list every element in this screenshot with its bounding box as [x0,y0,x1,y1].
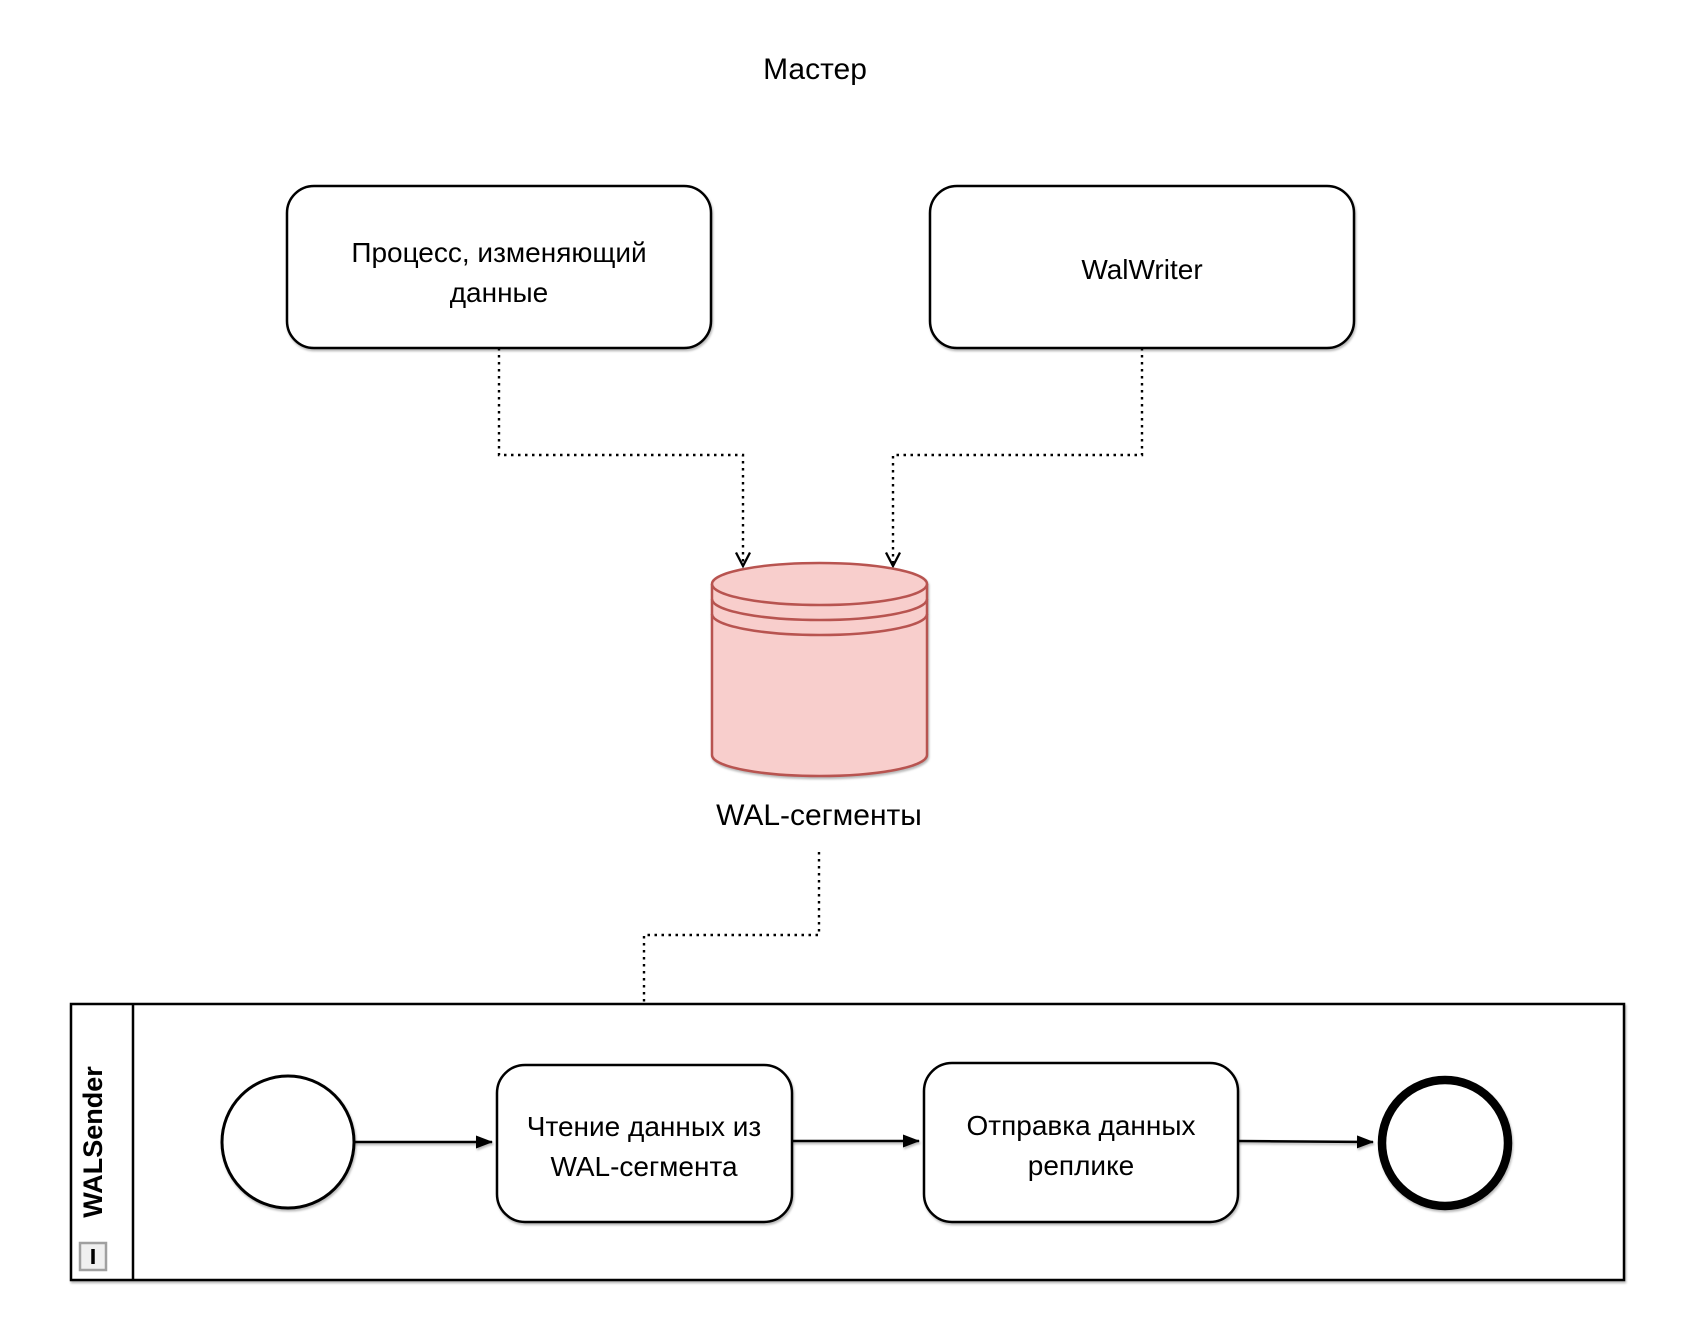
process-box-label-line1: Процесс, изменяющий [351,237,646,268]
dotted-arrow-walwriter-to-datastore [884,348,1144,569]
start-event-circle [220,1074,356,1210]
datastore-ring-2 [710,613,929,637]
datastore-ring-1 [710,598,929,622]
lane-collapse-icon [78,1241,108,1272]
walsender-pool: WALSender Чтение данных из WAL-сегмента … [69,1002,1626,1282]
dotted-arrow-datastore-to-read-task [635,852,821,1061]
diagram-title: Мастер [763,53,867,86]
task-send-label-line1: Отправка данных [967,1110,1196,1141]
walwriter-box-label: WalWriter [1081,254,1202,285]
node-process-modifying-data: Процесс, изменяющий данные [285,184,713,350]
task-read-shape [495,1063,794,1224]
task-read-label-line2: WAL-сегмента [550,1151,738,1182]
datastore-cylinder-icon [710,561,929,778]
datastore-label: WAL-сегменты [716,799,922,832]
flow-arrow-send-to-end [1237,1135,1374,1149]
task-send-shape [922,1061,1240,1224]
process-box-label-line2: данные [450,277,549,308]
datastore-top-ellipse [710,561,929,607]
dotted-arrow-process-to-datastore [497,348,752,569]
node-walwriter: WalWriter [928,184,1356,350]
task-send-to-replica: Отправка данных реплике [922,1061,1240,1224]
task-read-label-line1: Чтение данных из [527,1111,761,1142]
task-read-wal-segment: Чтение данных из WAL-сегмента [495,1063,794,1224]
task-send-label-line2: реплике [1028,1150,1134,1181]
end-event-circle [1377,1075,1513,1211]
lane-label: WALSender [78,1066,108,1218]
